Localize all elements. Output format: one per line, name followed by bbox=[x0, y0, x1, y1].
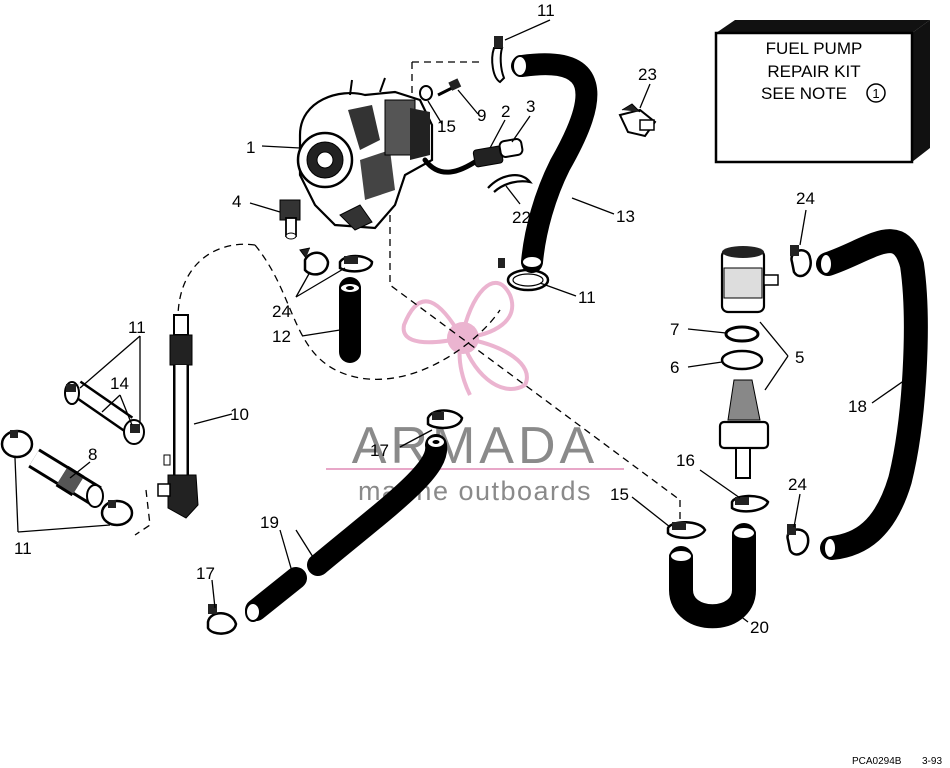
clamp-part-11-left-a bbox=[0, 429, 34, 459]
callout-24-right-top: 24 bbox=[796, 189, 815, 208]
clamp-part-15-lower bbox=[666, 521, 707, 540]
clamp-part-17-lower bbox=[206, 604, 238, 635]
callout-15-lower: 15 bbox=[610, 485, 629, 504]
fuel-line-part-10 bbox=[157, 314, 199, 519]
callout-20: 20 bbox=[750, 618, 769, 637]
fuel-filter-part-5 bbox=[720, 246, 779, 314]
fitting-part-3 bbox=[498, 138, 524, 158]
clamp-part-24-right-top bbox=[790, 245, 812, 278]
note-number-circle bbox=[866, 83, 886, 103]
callout-24-left: 24 bbox=[272, 302, 291, 321]
callout-numbers: 1 2 3 4 5 6 7 8 9 10 11 11 11 11 12 13 1… bbox=[14, 1, 867, 637]
hose-part-13 bbox=[511, 53, 598, 273]
note-number: 1 bbox=[872, 86, 879, 101]
clip-part-22 bbox=[487, 174, 533, 193]
callout-22: 22 bbox=[512, 208, 531, 227]
callout-11-right: 11 bbox=[578, 288, 596, 307]
connector-part-8 bbox=[28, 448, 104, 508]
callout-11-top: 11 bbox=[537, 1, 555, 20]
callout-6: 6 bbox=[670, 358, 679, 377]
repair-kit-note-box: FUEL PUMP REPAIR KIT SEE NOTE 1 bbox=[714, 20, 930, 164]
fitting-part-4 bbox=[279, 199, 301, 240]
check-valve-part-2 bbox=[472, 145, 504, 168]
u-hose-part-20 bbox=[669, 523, 756, 629]
hose-part-19 bbox=[245, 434, 448, 622]
callout-13: 13 bbox=[616, 207, 635, 226]
clamp-part-24-left-a bbox=[299, 247, 330, 276]
callout-11-left-lower: 11 bbox=[14, 539, 32, 558]
note-line-3: SEE NOTE bbox=[761, 84, 847, 103]
callout-4: 4 bbox=[232, 192, 241, 211]
hose-part-12 bbox=[339, 277, 361, 363]
callout-16: 16 bbox=[676, 451, 695, 470]
filter-element-part-5 bbox=[718, 379, 770, 479]
callout-10: 10 bbox=[230, 405, 249, 424]
clamp-part-11-left-b bbox=[100, 499, 134, 527]
routing-lines bbox=[134, 61, 681, 536]
leader-lines bbox=[14, 19, 906, 623]
footer-date: 3-93 bbox=[922, 756, 942, 767]
callout-23: 23 bbox=[638, 65, 657, 84]
clamp-part-11-top bbox=[491, 36, 506, 84]
hose-part-18 bbox=[816, 229, 928, 560]
note-line-2: REPAIR KIT bbox=[767, 62, 860, 81]
callout-9: 9 bbox=[477, 106, 486, 125]
callout-2: 2 bbox=[501, 102, 510, 121]
callout-3: 3 bbox=[526, 97, 535, 116]
armada-watermark: ARMADA marine outboards bbox=[326, 280, 624, 506]
connector-part-23 bbox=[618, 103, 657, 138]
fuel-pump-part-1 bbox=[296, 77, 434, 231]
note-line-1: FUEL PUMP bbox=[766, 39, 863, 58]
propeller-logo bbox=[401, 280, 529, 396]
washer-part-15 bbox=[419, 85, 433, 101]
callout-12: 12 bbox=[272, 327, 291, 346]
callout-5: 5 bbox=[795, 348, 804, 367]
callout-19: 19 bbox=[260, 513, 279, 532]
callout-11-left-upper: 11 bbox=[128, 318, 146, 337]
callout-18: 18 bbox=[848, 397, 867, 416]
clamp-part-24-right-bottom bbox=[786, 524, 810, 556]
callout-14: 14 bbox=[110, 374, 129, 393]
clamp-part-24-left-b bbox=[338, 254, 374, 273]
gasket-part-6 bbox=[720, 349, 764, 371]
footer-code: PCA0294B bbox=[852, 756, 902, 767]
screw-part-9 bbox=[437, 78, 462, 97]
watermark-brand: ARMADA bbox=[352, 417, 598, 475]
clamp-part-11-ring bbox=[498, 258, 550, 292]
clamp-part-16 bbox=[730, 494, 770, 513]
callout-7: 7 bbox=[670, 320, 679, 339]
clamp-part-17-upper bbox=[426, 409, 464, 430]
callout-8: 8 bbox=[88, 445, 97, 464]
callout-1: 1 bbox=[246, 138, 255, 157]
o-ring-part-7 bbox=[724, 325, 760, 343]
callout-15-upper: 15 bbox=[437, 117, 456, 136]
callout-17-upper: 17 bbox=[370, 441, 389, 460]
connector-part-14 bbox=[64, 380, 145, 445]
callout-17-lower: 17 bbox=[196, 564, 215, 583]
callout-24-right-bottom: 24 bbox=[788, 475, 807, 494]
